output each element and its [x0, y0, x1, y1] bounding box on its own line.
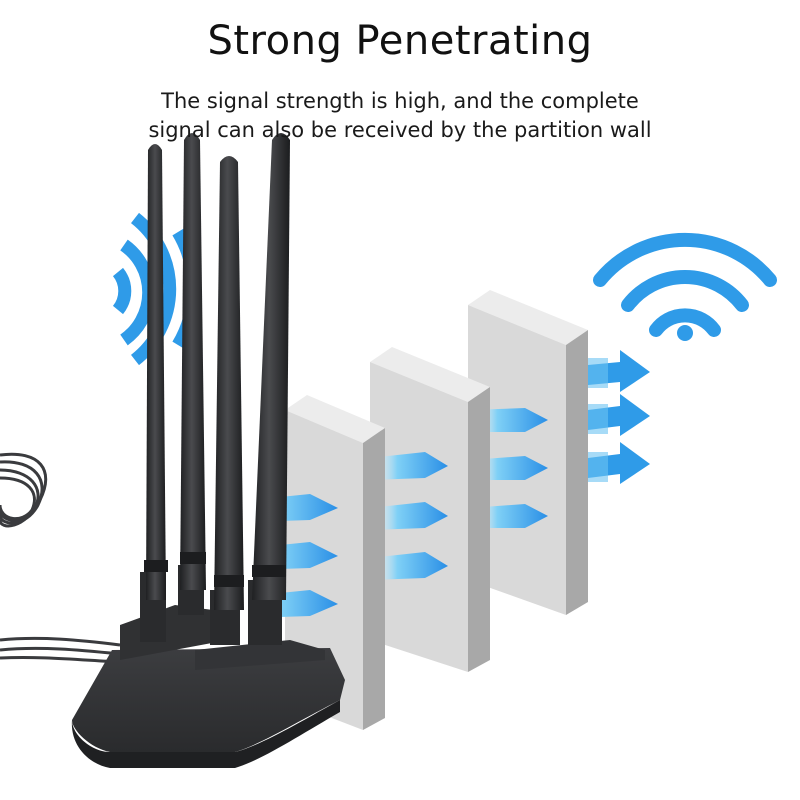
- description-line-2: signal can also be received by the parti…: [148, 118, 652, 142]
- arrow-right-icon: [588, 350, 650, 484]
- wifi-icon: [593, 232, 777, 341]
- antenna-assembly: [71, 133, 345, 768]
- magnetic-base: [72, 648, 345, 752]
- page-title: Strong Penetrating: [207, 18, 593, 64]
- arrow-row-1: [370, 452, 448, 580]
- antenna-cable: [0, 452, 121, 664]
- description-line-1: The signal strength is high, and the com…: [161, 89, 639, 113]
